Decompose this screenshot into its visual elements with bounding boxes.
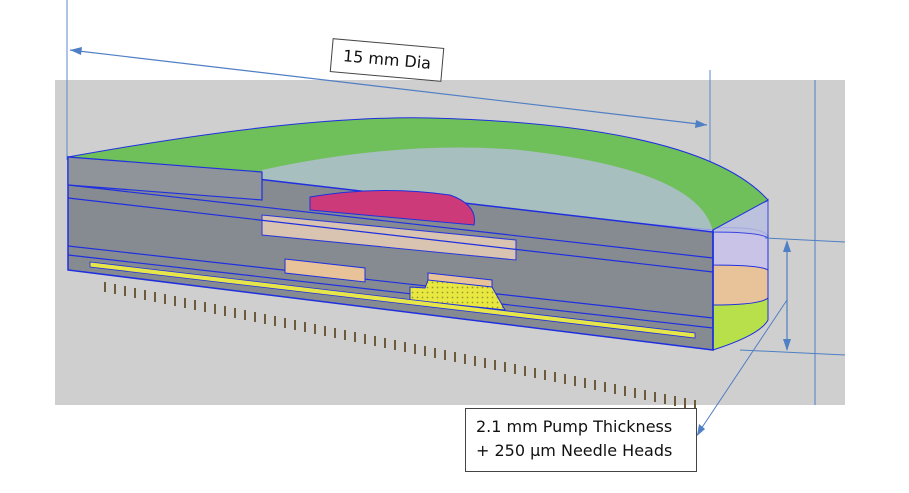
- thickness-arrow-bottom: [783, 339, 791, 351]
- layer-line-2: [67, 197, 714, 273]
- valve-chamber-left: [284, 258, 366, 283]
- bottom-film: [89, 261, 696, 339]
- thickness-leader-line: [696, 299, 788, 436]
- thickness-leader-arrow: [697, 424, 705, 436]
- layer-line-4: [67, 254, 714, 329]
- needle-array: [104, 282, 696, 410]
- reservoir: [309, 189, 475, 226]
- diameter-dimension-line: [69, 49, 708, 126]
- thickness-label-line1: 2.1 mm Pump Thickness: [476, 417, 673, 436]
- layer-line-1: [67, 184, 714, 259]
- diameter-arrow-right: [695, 120, 707, 128]
- upper-step: [67, 156, 263, 201]
- pump-chamber: [261, 214, 517, 261]
- layer-line-3: [67, 245, 714, 319]
- thickness-callout: 2.1 mm Pump Thickness + 250 µm Needle He…: [465, 408, 697, 472]
- thickness-extension-top: [764, 237, 846, 243]
- thickness-label-line2: + 250 µm Needle Heads: [476, 441, 673, 460]
- disc-side-orange: [712, 261, 769, 306]
- diameter-arrow-left: [70, 47, 82, 55]
- thickness-arrow-top: [783, 240, 791, 252]
- thickness-extension-bottom: [739, 349, 846, 356]
- translucent-cap: [262, 147, 713, 232]
